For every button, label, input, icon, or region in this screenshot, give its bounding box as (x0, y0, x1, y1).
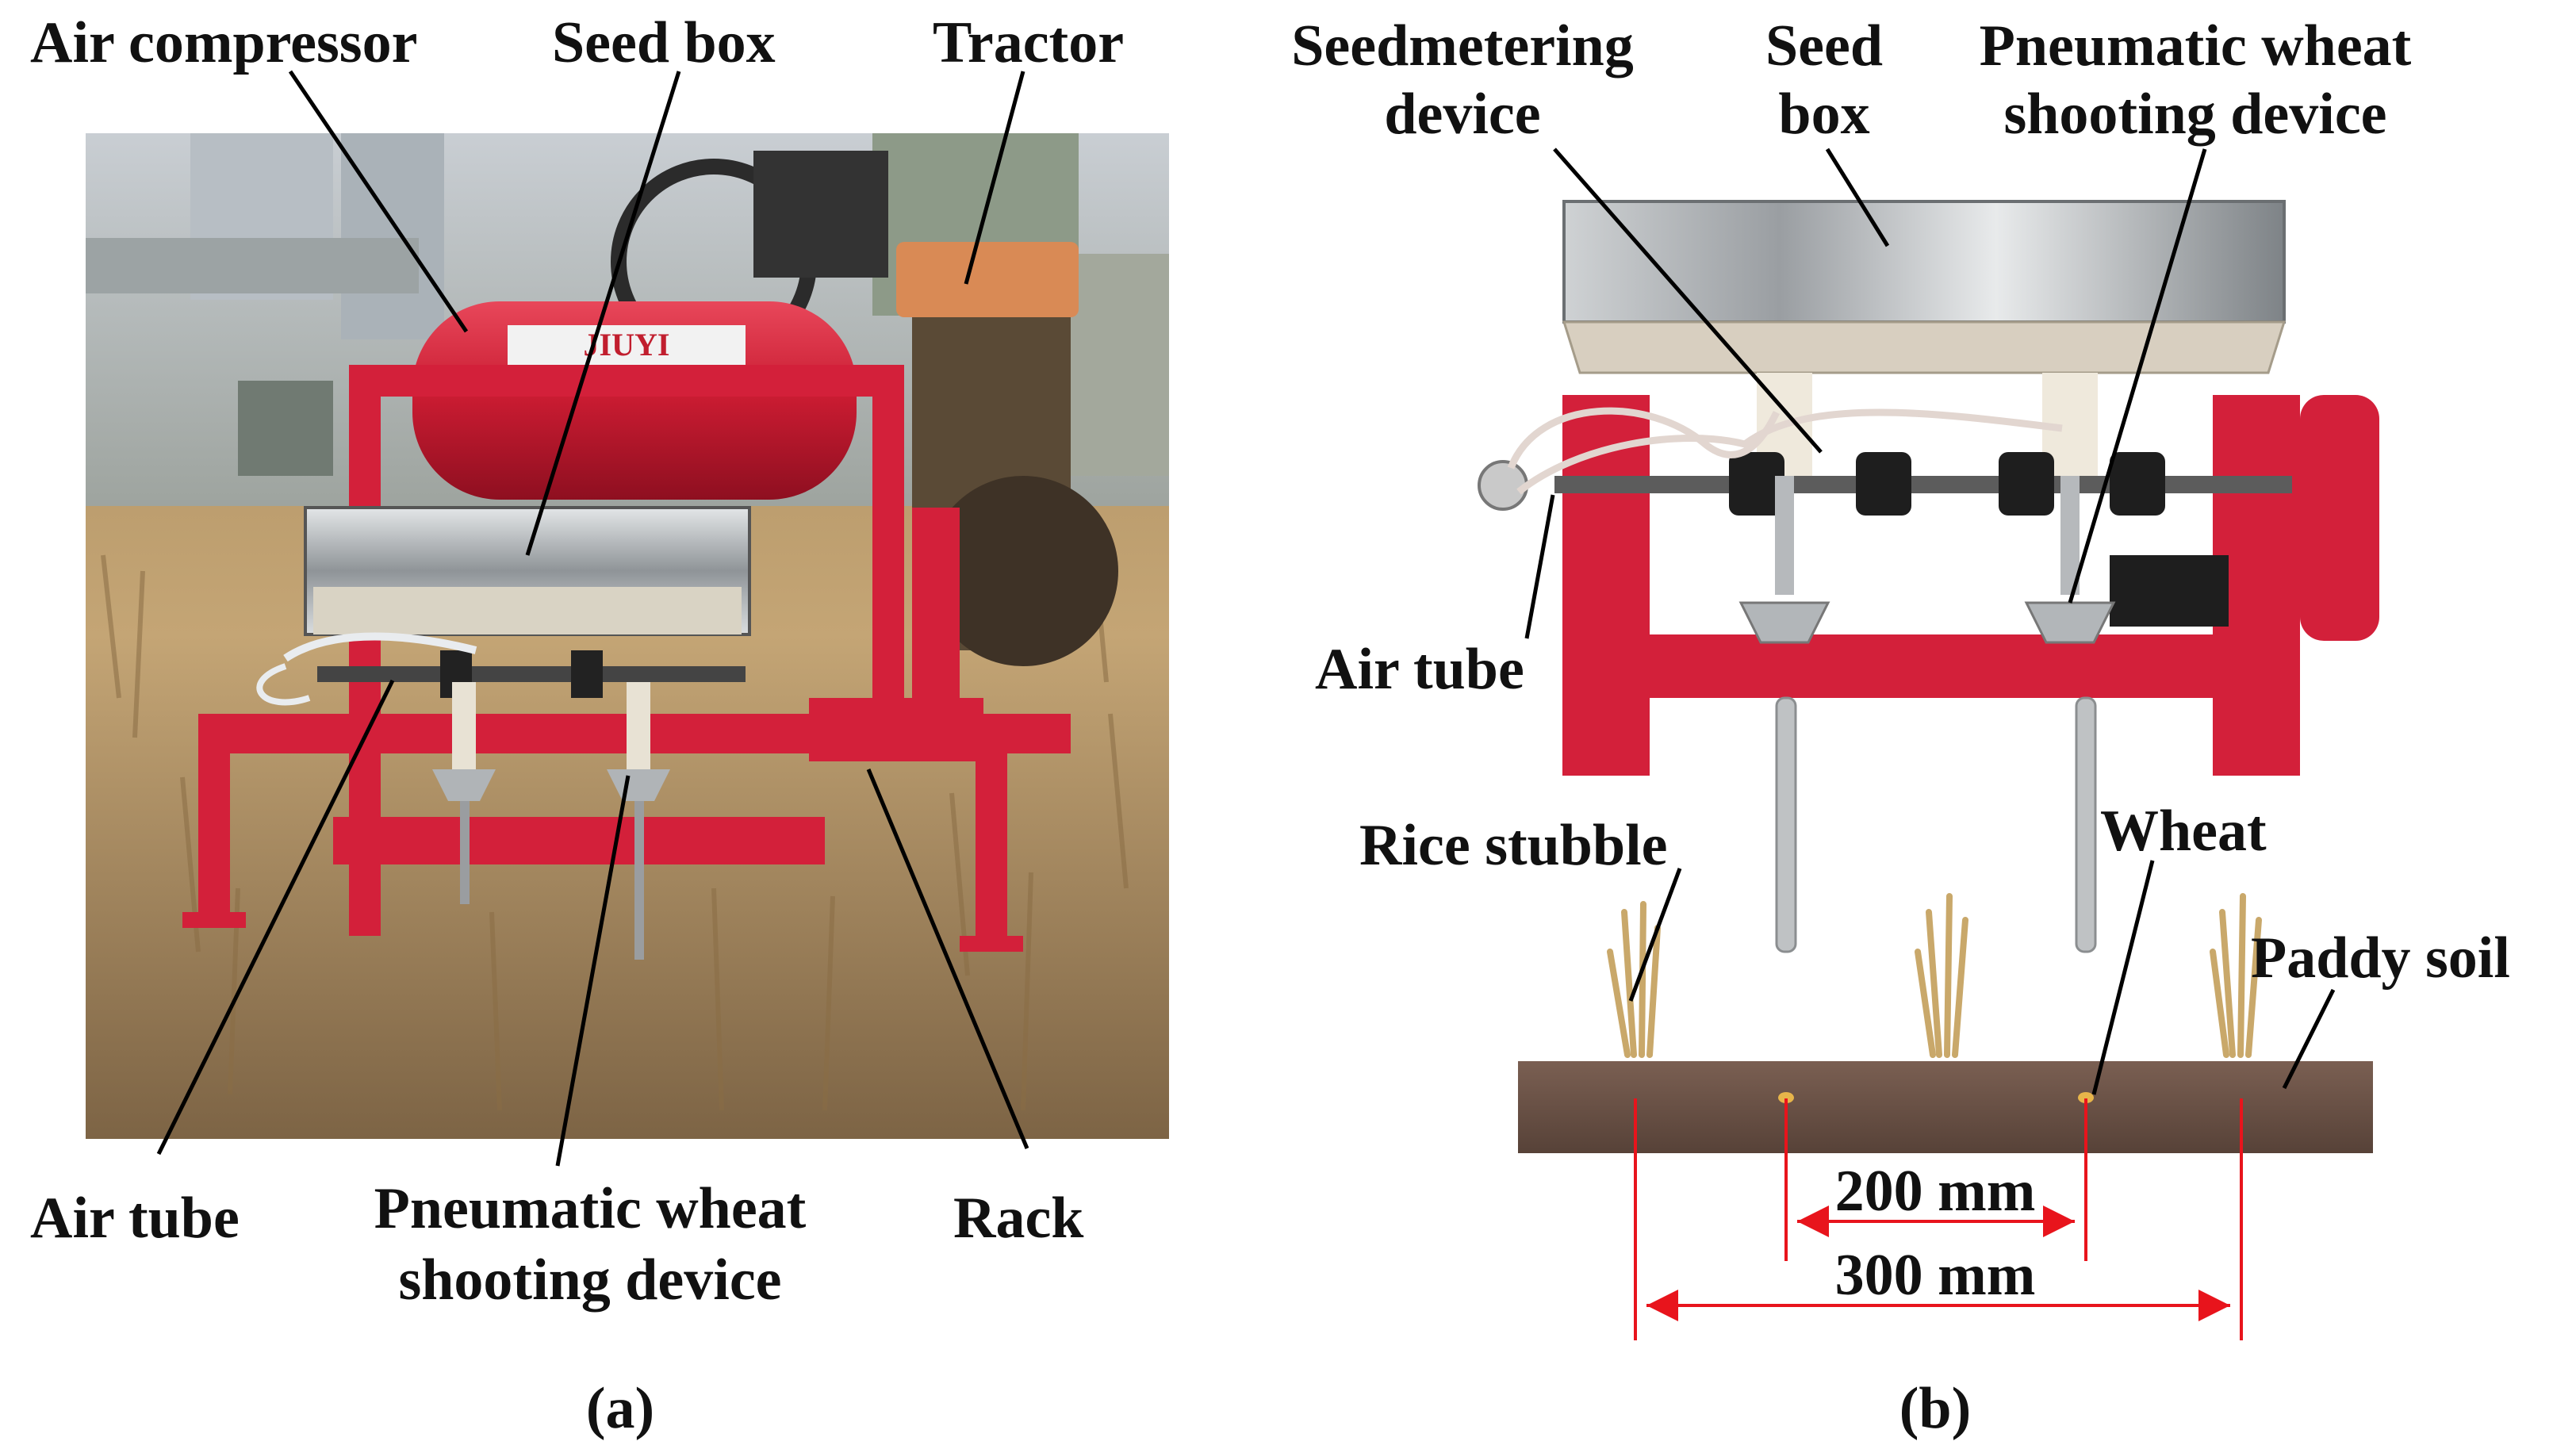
label-pneumatic-b-line2: shooting device (2003, 82, 2386, 147)
paddy-soil-block (1518, 1061, 2373, 1153)
label-rice-stubble: Rice stubble (1359, 813, 1668, 878)
leaders-b (1524, 148, 2336, 1095)
label-air-tube-b: Air tube (1315, 637, 1524, 702)
label-pneumatic-b-line1: Pneumatic wheat (1980, 13, 2412, 79)
stubble-1 (1607, 901, 1661, 1058)
label-air-compressor: Air compressor (30, 10, 417, 75)
wheat-seed-2 (2078, 1092, 2094, 1103)
label-air-tube-a: Air tube (30, 1186, 240, 1251)
rice-stubble-clumps (1607, 893, 2262, 1058)
stubble-3 (2210, 893, 2262, 1058)
label-rack: Rack (953, 1186, 1084, 1251)
stubble-2 (1915, 893, 1968, 1058)
wheat-seed-1 (1778, 1092, 1794, 1103)
label-tractor: Tractor (933, 10, 1124, 75)
leaders-a (156, 70, 1029, 1167)
label-seedmetering-line2: device (1384, 82, 1540, 147)
caption-b: (b) (1899, 1376, 1971, 1441)
label-wheat: Wheat (2100, 799, 2267, 864)
dimension-300: 300 mm (1835, 1243, 2036, 1308)
dimension-200: 200 mm (1835, 1159, 2036, 1224)
label-pneumatic-a-line1: Pneumatic wheat (374, 1176, 807, 1241)
label-paddy-soil: Paddy soil (2251, 926, 2510, 991)
photo-a: JIUYI (86, 133, 1169, 1139)
label-seedmetering-line1: Seedmetering (1291, 13, 1634, 79)
label-seed-box-b-line2: box (1778, 82, 1869, 147)
label-pneumatic-a-line2: shooting device (398, 1248, 781, 1313)
dimension-lines (1634, 1098, 2243, 1340)
label-seed-box-b-line1: Seed (1765, 13, 1883, 79)
machine-b (1478, 200, 2379, 953)
caption-a: (a) (586, 1376, 654, 1441)
label-seed-box-a: Seed box (552, 10, 776, 75)
